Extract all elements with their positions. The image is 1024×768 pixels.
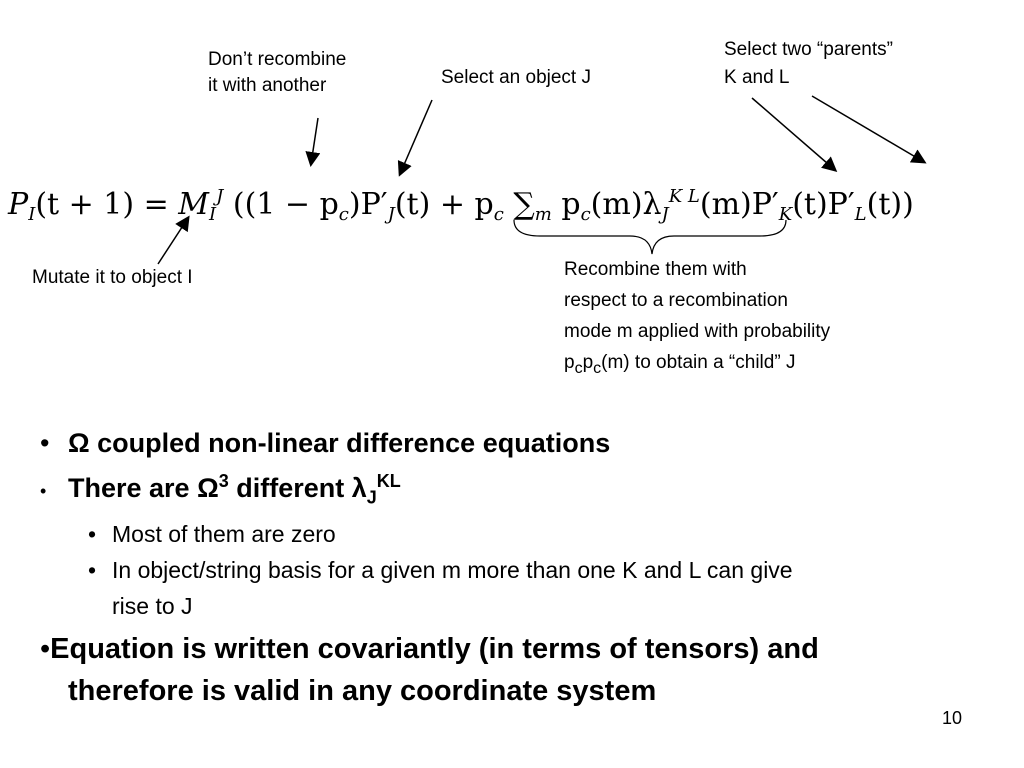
arrow-dont-recombine — [305, 117, 321, 167]
arrow-select-j — [397, 99, 433, 177]
annotation-line: Select two “parents” — [724, 39, 893, 60]
bullet-coupled-equations: •Ω coupled non-linear difference equatio… — [40, 428, 611, 458]
annotation-line: respect to a recombination — [564, 290, 788, 311]
annotation-recombine: Recombine them with respect to a recombi… — [564, 254, 830, 384]
annotation-line: K and L — [724, 67, 790, 88]
annotation-select-parents: Select two “parents” K and L — [724, 34, 893, 93]
subbullet-mostly-zero: •Most of them are zero — [88, 521, 336, 548]
recombination-brace — [513, 219, 787, 255]
master-equation: PI(t + 1) = MIJ ((1 − pc)P′J(t) + pc ∑m … — [8, 186, 914, 225]
bullet-lambda-count: •There are Ω3 different λJKL — [40, 471, 401, 508]
bullet-covariant: •Equation is written covariantly (in ter… — [40, 633, 819, 708]
annotation-select-j: Select an object J — [441, 67, 591, 88]
arrow-parent-k — [751, 97, 838, 172]
bullet-list: •Ω coupled non-linear difference equatio… — [40, 424, 1000, 712]
annotation-dont-recombine: Don’t recombine it with another — [208, 44, 346, 101]
annotation-line: it with another — [208, 75, 327, 96]
annotation-line-last: pcpc(m) to obtain a “child” J — [564, 352, 796, 377]
arrow-mutate — [157, 215, 190, 265]
annotation-line: Recombine them with — [564, 259, 747, 280]
annotation-line: mode m applied with probability — [564, 321, 831, 342]
page-number: 10 — [941, 708, 962, 728]
annotation-line: Don’t recombine — [208, 49, 347, 70]
subbullet-string-basis: •In object/string basis for a given m mo… — [88, 557, 793, 620]
annotation-mutate: Mutate it to object I — [32, 267, 193, 288]
arrow-parent-l — [811, 95, 927, 164]
